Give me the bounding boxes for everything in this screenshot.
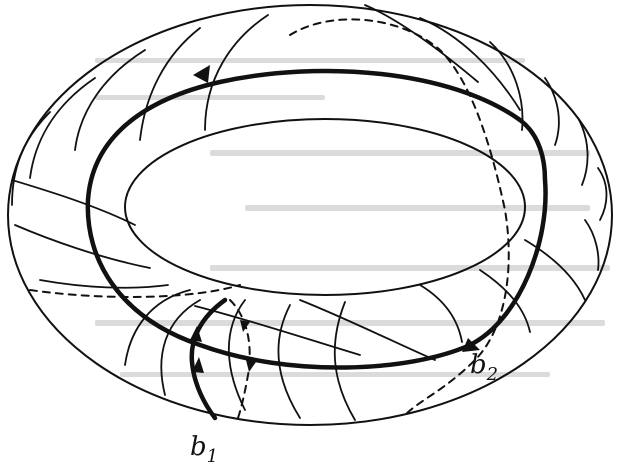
surface-fibers [12, 5, 607, 420]
fiber-curve [300, 300, 435, 360]
fiber-curve [140, 28, 200, 140]
label-b2-letter: b [470, 350, 487, 380]
label-b2: b2 [470, 350, 498, 385]
svg-text:b1: b1 [190, 432, 218, 467]
orientation-arrows [190, 65, 480, 373]
fiber-curve [598, 168, 607, 220]
fiber-curve [15, 225, 150, 268]
fiber-curve [12, 180, 135, 225]
fiber-curve [40, 280, 168, 288]
label-b1-letter: b [190, 432, 207, 462]
fiber-curve [12, 112, 50, 205]
fiber-curve [205, 15, 268, 130]
svg-text:b2: b2 [470, 350, 498, 385]
bleed-through-text [95, 58, 610, 377]
fiber-curve [420, 285, 462, 342]
arrow-head [193, 65, 210, 83]
fiber-curve [195, 306, 360, 355]
loop-b1 [192, 300, 225, 418]
label-b2-subscript: 2 [486, 364, 498, 385]
label-b1-subscript: 1 [207, 446, 218, 467]
label-b1: b1 [190, 432, 218, 467]
torus-outer-boundary [8, 5, 612, 425]
fiber-curve [585, 220, 598, 270]
arrow-head [246, 360, 256, 372]
fiber-curve [30, 78, 95, 178]
